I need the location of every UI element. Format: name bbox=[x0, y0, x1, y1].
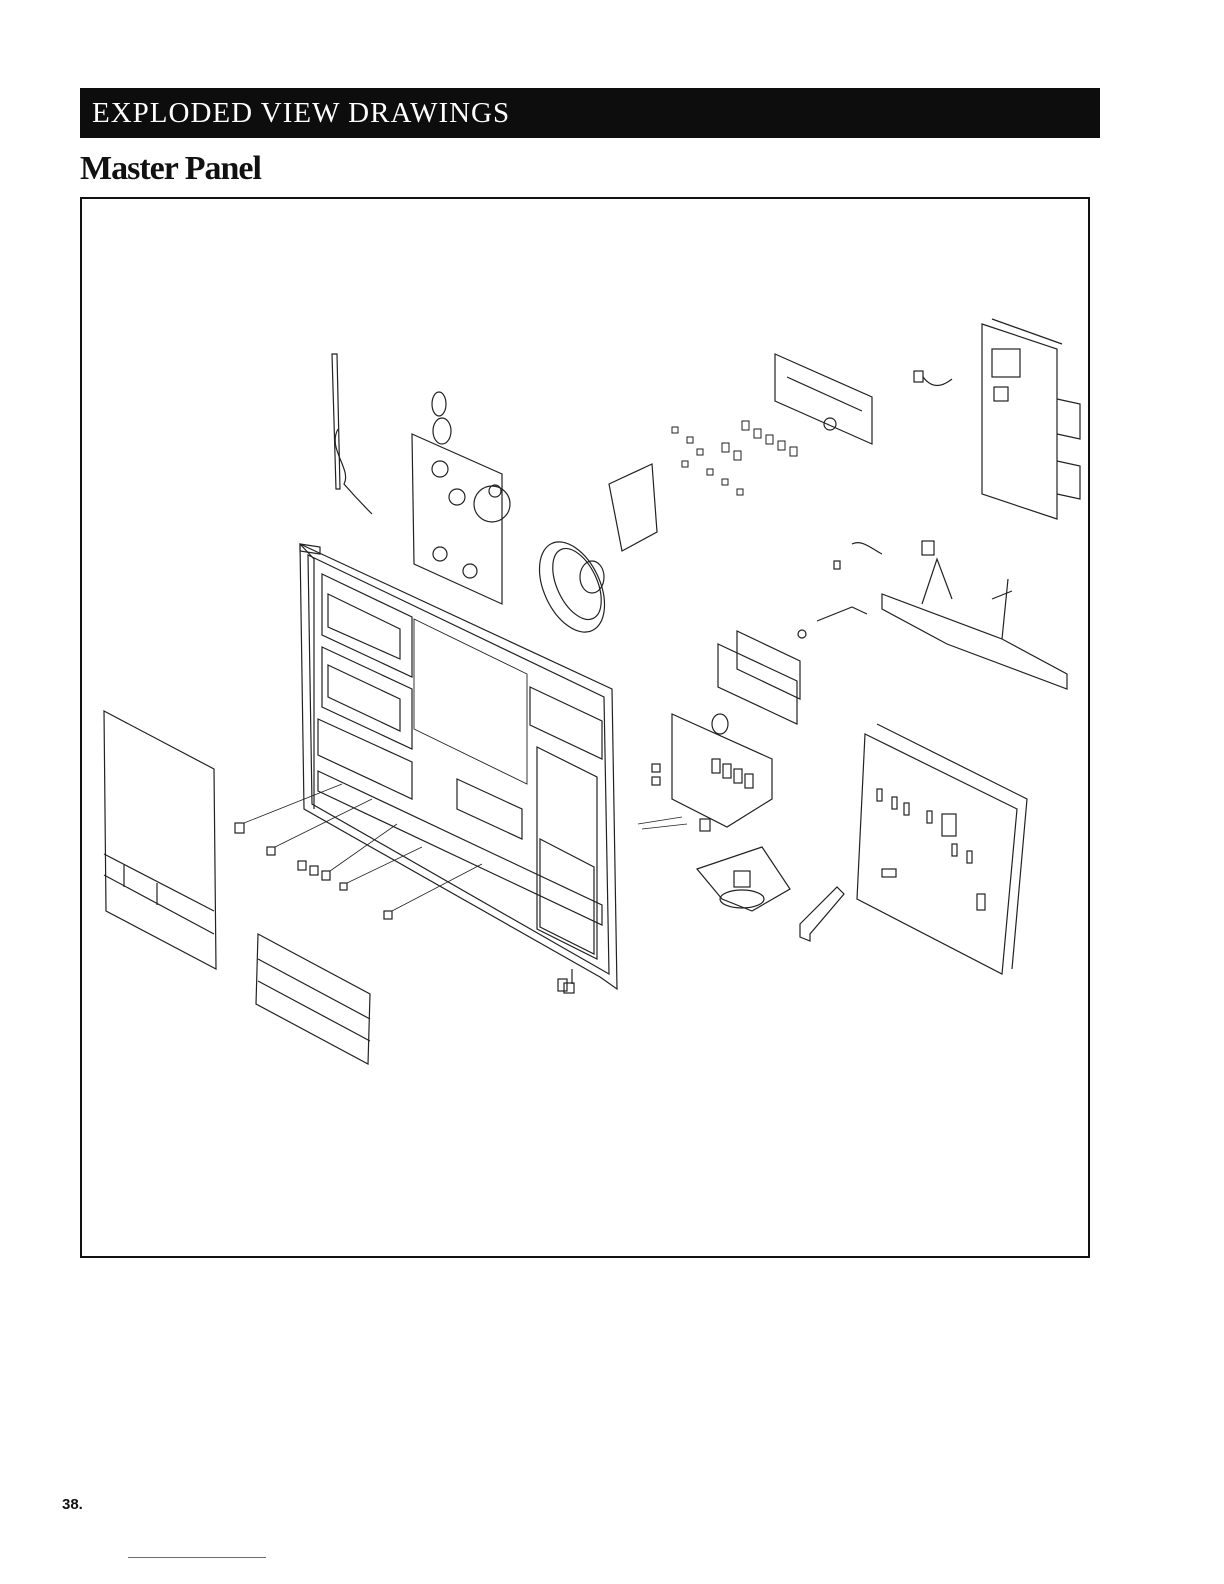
front-panel-housing bbox=[300, 544, 617, 989]
side-grille bbox=[104, 711, 216, 969]
power-supply-pcb bbox=[914, 319, 1080, 519]
cassette-mechanism bbox=[412, 392, 510, 604]
mounting-bracket bbox=[800, 887, 844, 941]
bottom-cover bbox=[256, 934, 370, 1064]
antenna-part bbox=[332, 354, 372, 514]
footer-rule bbox=[128, 1557, 266, 1558]
main-control-pcb bbox=[857, 724, 1027, 974]
small-knob bbox=[564, 969, 574, 993]
tuner-pcb bbox=[798, 541, 1067, 689]
display-module bbox=[718, 631, 800, 724]
page-title: Master Panel bbox=[80, 150, 261, 188]
speaker-grille bbox=[414, 619, 527, 784]
drawing-frame bbox=[80, 197, 1090, 1258]
switch-components bbox=[672, 421, 797, 495]
amplifier-pcb bbox=[638, 714, 772, 831]
page-number: 38. bbox=[62, 1496, 83, 1513]
buttons-group bbox=[235, 784, 567, 991]
loudspeaker-part bbox=[526, 532, 617, 643]
section-banner: EXPLODED VIEW DRAWINGS bbox=[80, 88, 1100, 138]
buzzer-part bbox=[697, 847, 790, 911]
exploded-view-drawing bbox=[82, 199, 1088, 1256]
